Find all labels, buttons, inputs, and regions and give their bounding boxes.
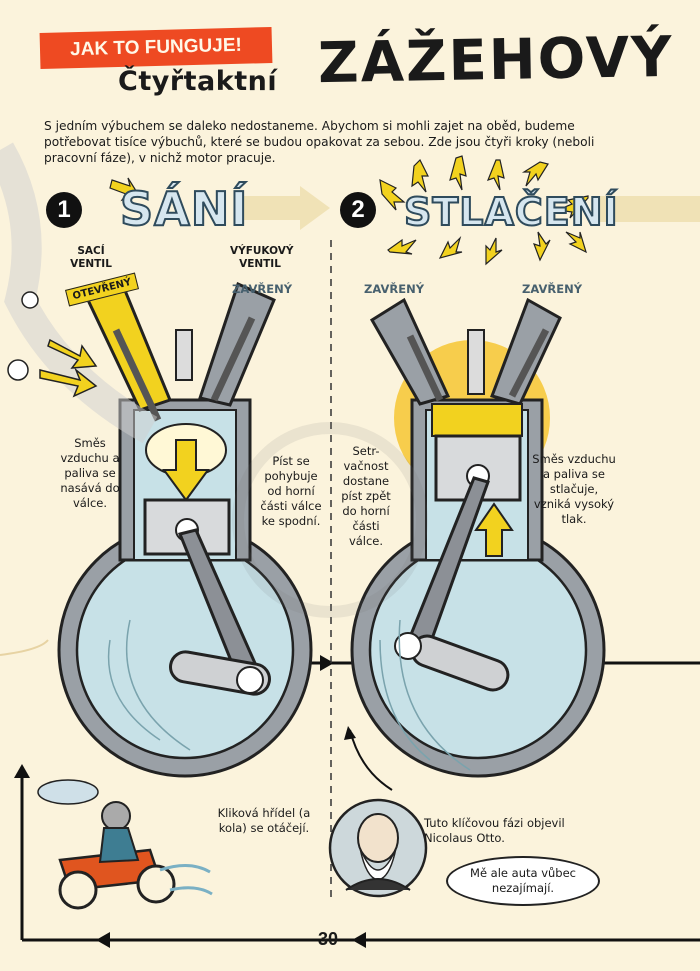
page-number: 30 <box>318 929 339 949</box>
exhaust-valve-label: VÝFUKOVÝ VENTIL <box>230 245 294 270</box>
page-title: ZÁŽEHOVÝ <box>317 24 675 97</box>
speech-text: Mě ale auta vůbec nezajímají. <box>470 866 576 895</box>
how-it-works-tag: JAK TO FUNGUJE! <box>39 26 273 70</box>
car-illustration <box>37 779 213 910</box>
step-1-number: 1 <box>46 192 82 228</box>
compression-arrows <box>109 155 589 266</box>
intake-closed-label-2: ZAVŘENÝ <box>364 282 425 296</box>
exhaust-closed-label-1: ZAVŘENÝ <box>232 282 293 296</box>
step-2-number: 2 <box>340 192 376 228</box>
exhaust-closed-label-2: ZAVŘENÝ <box>522 282 583 296</box>
step-2-title: STLAČENÍ <box>403 189 619 235</box>
otto-caption: Tuto klíčovou fázi objevil Nicolaus Otto… <box>424 816 565 845</box>
step-1-mixture-text: Směs vzduchu a paliva se nasává do válce… <box>60 436 120 510</box>
step-2-compression-text: Směs vzduchu a paliva se stlačuje, vznik… <box>532 452 616 526</box>
engine-2 <box>344 297 606 791</box>
otto-portrait <box>328 798 428 898</box>
step-1-piston-text: Píst se pohybuje od horní části válce ke… <box>260 454 322 528</box>
air-flow <box>0 142 158 444</box>
engine-1 <box>57 281 313 778</box>
crankshaft-text: Kliková hřídel (a kola) se otáčejí. <box>217 806 311 835</box>
step-2-inertia-text: Setr-vačnost dostane píst zpět do horní … <box>341 444 391 548</box>
intro-paragraph: S jedním výbuchem se daleko nedostaneme.… <box>44 119 595 165</box>
speech-bubble: Mě ale auta vůbec nezajímají. <box>446 856 600 906</box>
page-subtitle: Čtyřtaktní <box>118 66 278 97</box>
step-1-title: SÁNÍ <box>119 181 249 237</box>
intake-valve-label: SACÍ VENTIL <box>70 245 112 270</box>
